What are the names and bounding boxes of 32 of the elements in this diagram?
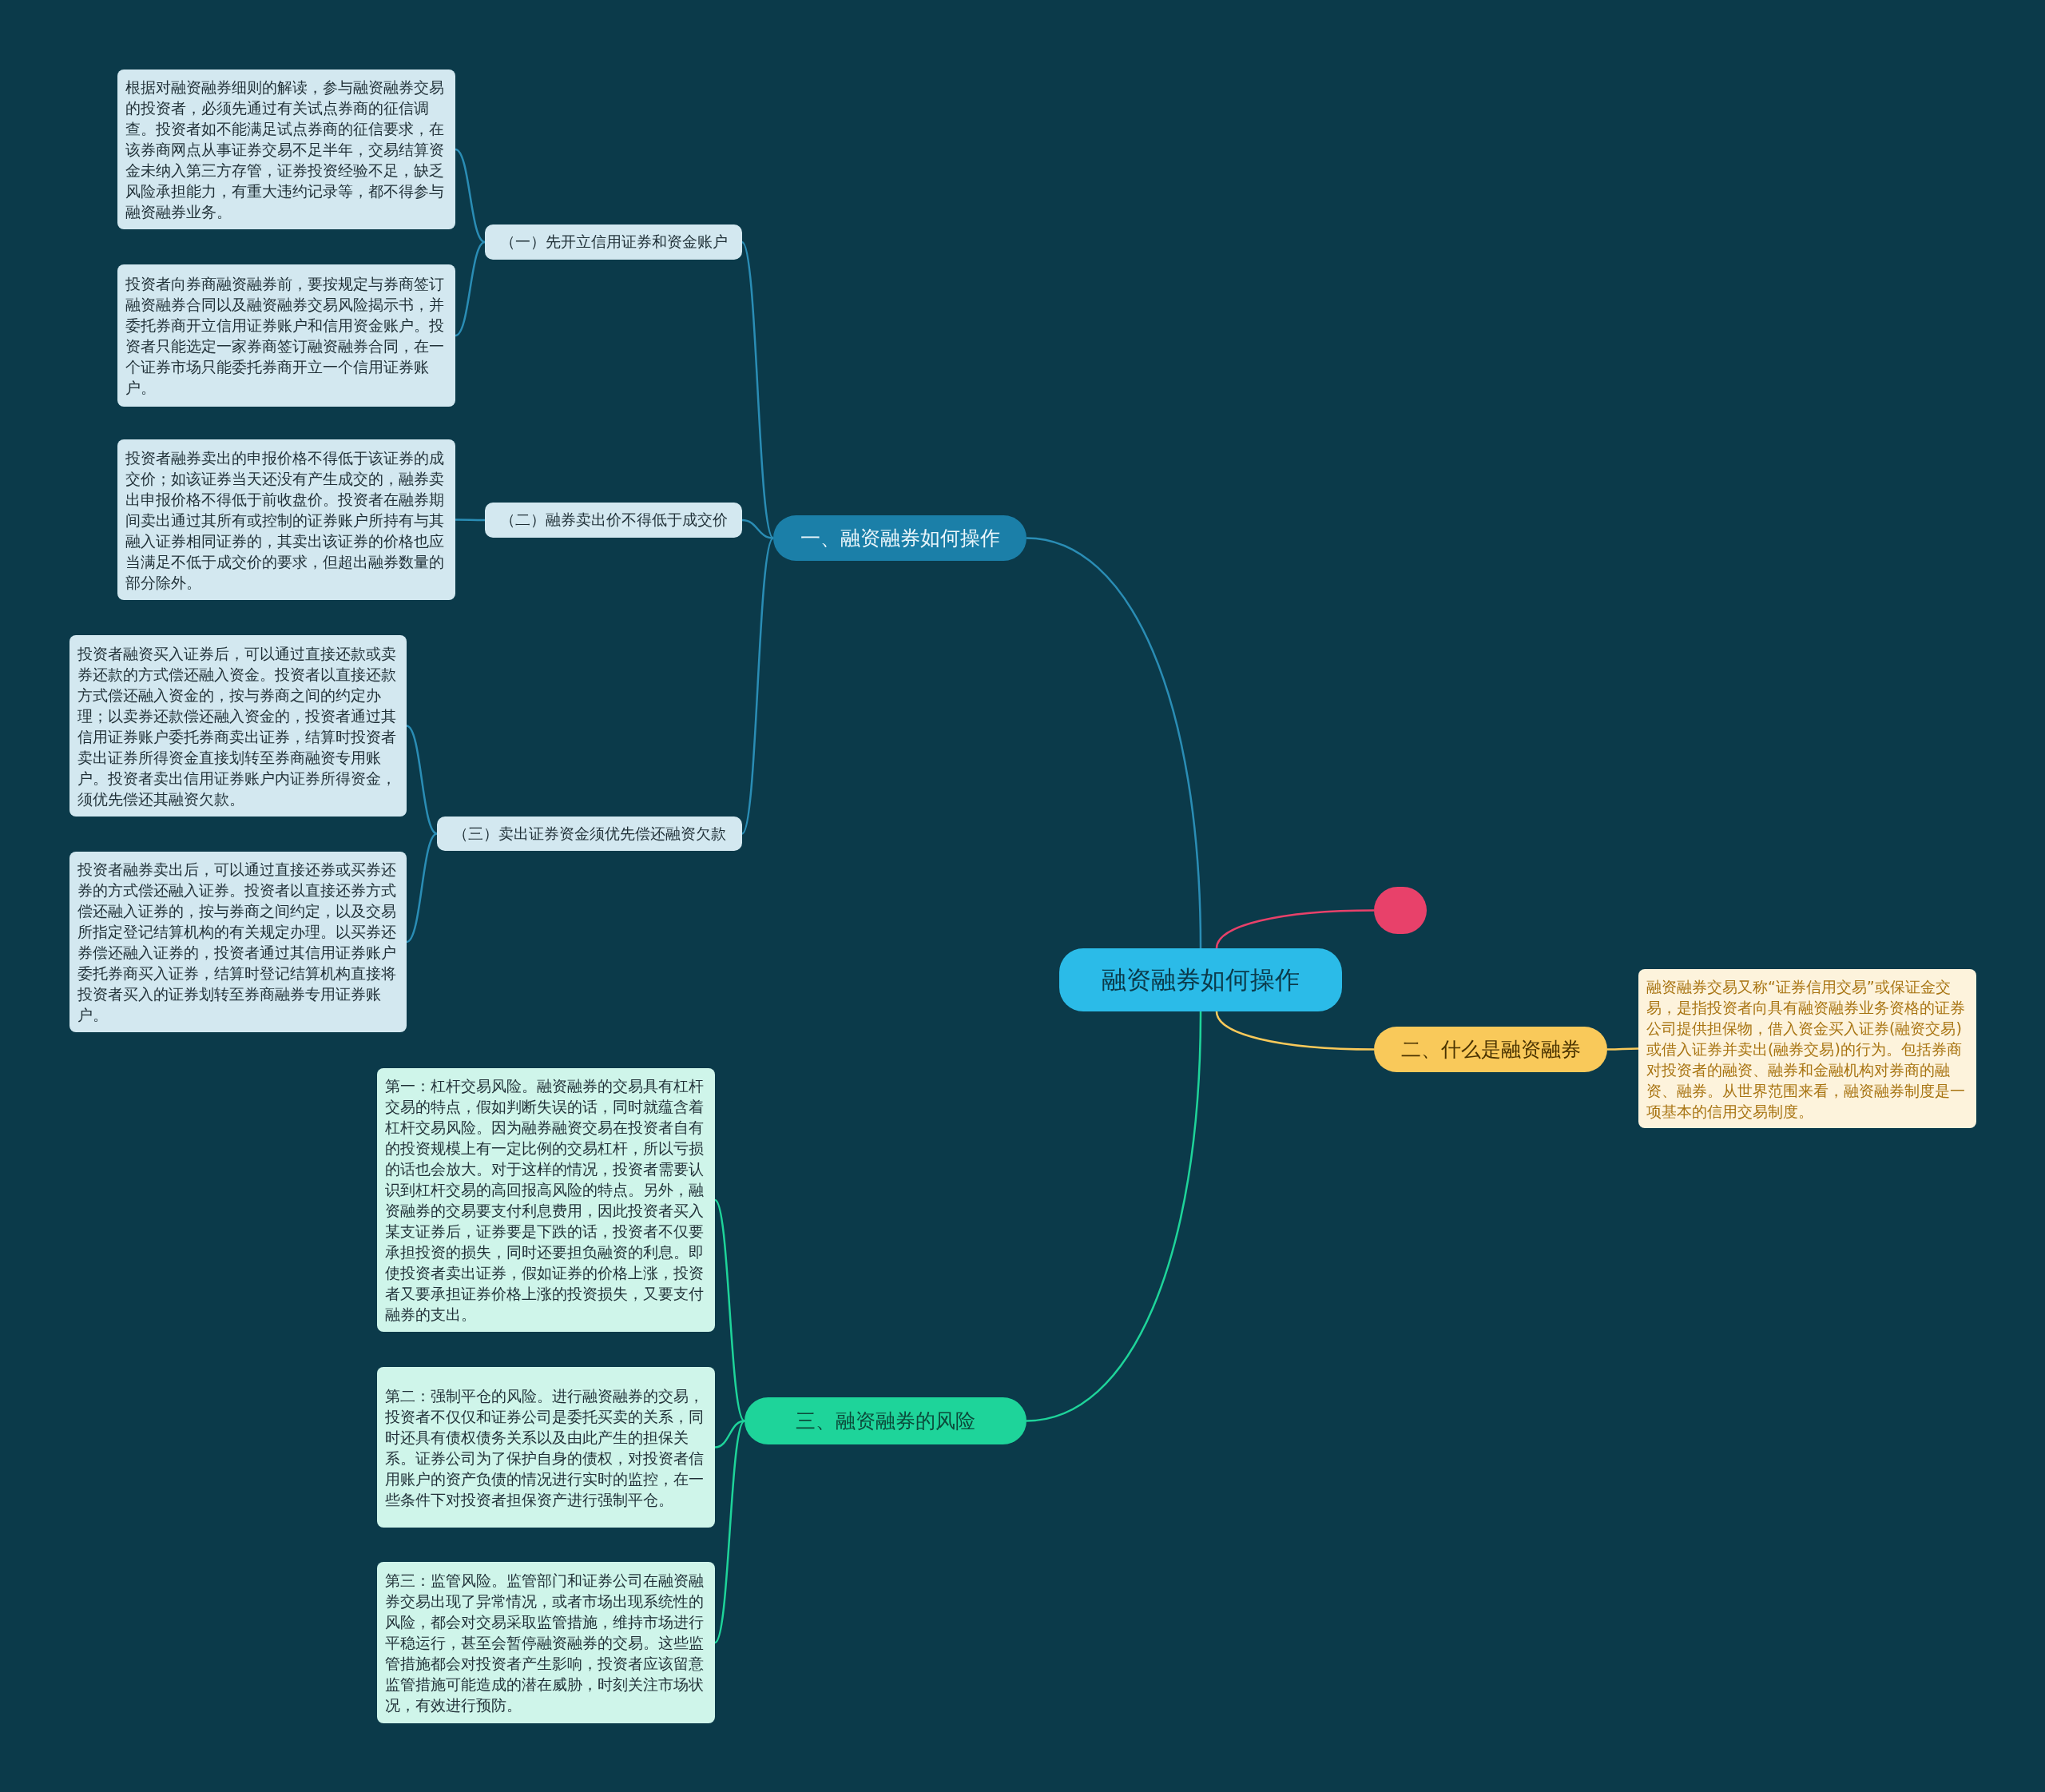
connector-line (455, 519, 485, 522)
note-box: 投资者融券卖出的申报价格不得低于该证券的成交价；如该证券当天还没有产生成交的，融券卖出申报价格不得低于前收盘价。投资者在融券期间卖出通过其所有或控制的证券账户所持有与其融入证券相同证券的，其卖出该证券的价格也应当满足不低于成交价的要求，但超出融券数量的部分除外。 (117, 439, 455, 600)
subtopic-box: （二）融券卖出价不得低于成交价 (485, 503, 742, 538)
note-box: 融资融券交易又称“证券信用交易”或保证金交易，是指投资者向具有融资融券业务资格的证券公司提供担保物，借入资金买入证券(融资交易)或借入证券并卖出(融券交易)的行为。包括券商对投资者的融资、融券和金融机构对券商的融资、融券。从世界范围来看，融资融券制度是一项基本的信用交易制度。 (1638, 969, 1976, 1128)
connector-line (714, 1420, 745, 1643)
note-box: 第二：强制平仓的风险。进行融资融券的交易，投资者不仅仅和证券公司是委托买卖的关系，同时还具有债权债务关系以及由此产生的担保关系。证券公司为了保护自身的债权，对投资者信用账户的资产负债的情况进行实时的监控，在一些条件下对投资者担保资产进行强制平仓。 (377, 1367, 715, 1528)
branch-topic: 一、融资融券如何操作 (773, 515, 1026, 561)
note-box: 第一：杠杆交易风险。融资融券的交易具有杠杆交易的特点，假如判断失误的话，同时就蕴含着杠杆交易风险。因为融券融资交易在投资者自有的投资规模上有一定比例的交易杠杆，所以亏损的话也会放大。对于这样的情况，投资者需要认识到杠杆交易的高回报高风险的特点。另外，融资融券的交易要支付利息费用，因此投资者买入某支证券后，证券要是下跌的话，投资者不仅要承担投资的损失，同时还要担负融资的利息。即使投资者卖出证券，假如证券的价格上涨，投资者又要承担证券价格上涨的投资损失，又要支付融券的支出。 (377, 1068, 715, 1332)
connector-line (1215, 909, 1374, 949)
connector-line (406, 832, 438, 944)
connector-line (1026, 1011, 1202, 1422)
connector-line (714, 1199, 745, 1422)
branch-topic: 二、什么是融资融券 (1374, 1027, 1607, 1072)
connector-line (741, 519, 774, 539)
connector-line (406, 725, 438, 835)
connector-line (1607, 1047, 1638, 1051)
branch-topic: 三、融资融券的风险 (745, 1397, 1026, 1444)
connector-line (741, 241, 775, 539)
note-box: 投资者融资买入证券后，可以通过直接还款或卖券还款的方式偿还融入资金。投资者以直接还款方式偿还融入资金的，按与券商之间的约定办理；以卖券还款偿还融入资金的，投资者通过其信用证券账户委托券商卖出证券，结算时投资者卖出证券所得资金直接划转至券商融资专用账户。投资者卖出信用证券账户内证券所得资金，须优先偿还其融资欠款。 (69, 635, 407, 817)
subtopic-box: （三）卖出证券资金须优先偿还融资欠款 (437, 817, 742, 851)
note-box: 投资者向券商融资融券前，要按规定与券商签订融资融券合同以及融资融券交易风险揭示书，并委托券商开立信用证券账户和信用资金账户。投资者只能选定一家券商签订融资融券合同，在一个证券市场只能委托券商开立一个信用证券账户。 (117, 264, 455, 407)
note-box: 投资者融券卖出后，可以通过直接还券或买券还券的方式偿还融入证券。投资者以直接还券方式偿还融入证券的，按与券商之间约定，以及交易所指定登记结算机构的有关规定办理。以买券还券偿还融入证券的，投资者通过其信用证券账户委托券商买入证券，结算时登记结算机构直接将投资者买入的证券划转至券商融券专用证券账户。 (69, 852, 407, 1032)
connector-line (1026, 537, 1202, 949)
note-box: 第三：监管风险。监管部门和证券公司在融资融券交易出现了异常情况，或者市场出现系统性的风险，都会对交易采取监管措施，维持市场进行平稳运行，甚至会暂停融资融券的交易。这些监管措施都会对投资者产生影响，投资者应该留意监管措施可能造成的潜在威胁，时刻关注市场状况，有效进行预防。 (377, 1562, 715, 1723)
connector-line (455, 148, 486, 244)
central-topic: 融资融券如何操作 (1059, 948, 1342, 1011)
connector-line (741, 537, 775, 835)
subtopic-box: （一）先开立信用证券和资金账户 (485, 224, 742, 260)
connector-line (1215, 1011, 1374, 1051)
connector-line (714, 1420, 745, 1448)
connector-line (455, 240, 486, 337)
note-box: 根据对融资融券细则的解读，参与融资融券交易的投资者，必须先通过有关试点券商的征信调查。投资者如不能满足试点券商的征信要求，在该券商网点从事证券交易不足半年，交易结算资金未纳入第三方存管，证券投资经验不足，缺乏风险承担能力，有重大违约记录等，都不得参与融资融券业务。 (117, 70, 455, 229)
